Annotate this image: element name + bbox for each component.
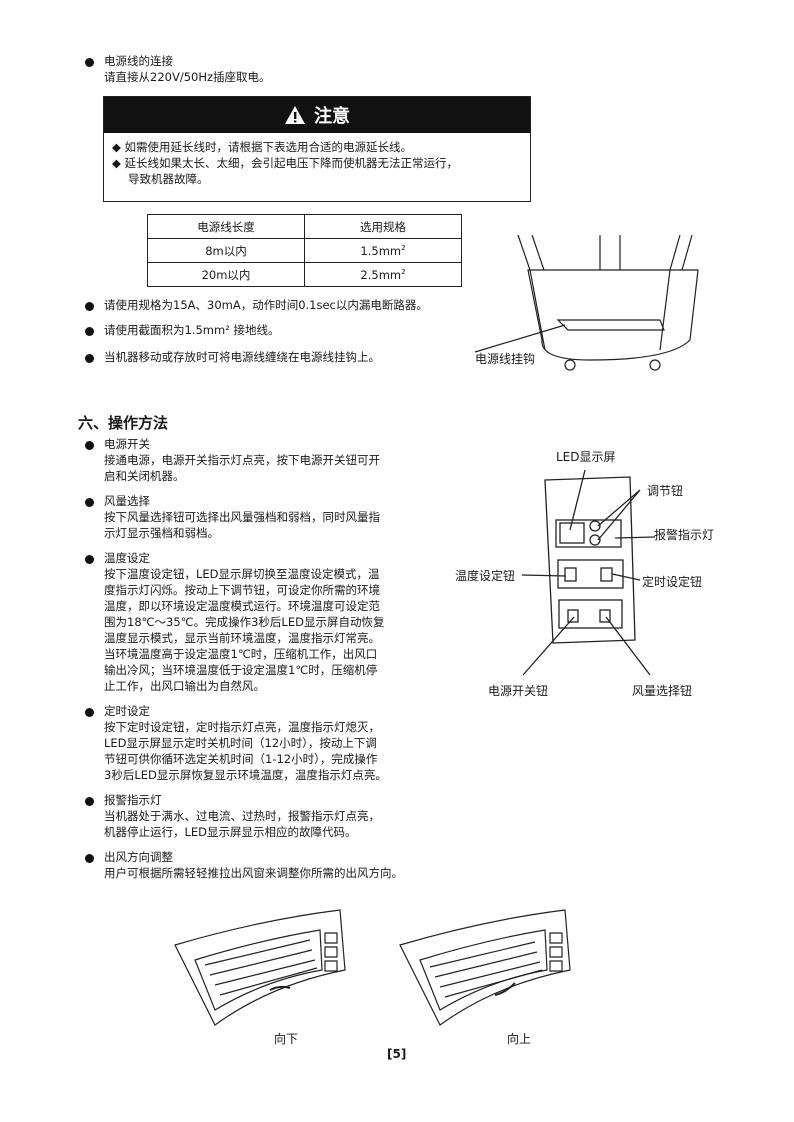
section-line: 3秒后LED显示屏恢复显示环境温度，温度指示灯点亮。 bbox=[104, 768, 387, 782]
bullet-text: 请使用规格为15A、30mA，动作时间0.1sec以内漏电断路器。 bbox=[104, 298, 428, 312]
bullet-icon bbox=[85, 302, 94, 311]
bullet-icon bbox=[85, 441, 94, 450]
table-cell: 20m以内 bbox=[147, 262, 305, 287]
section-line: 当机器处于满水、过电流、过热时，报警指示灯点亮， bbox=[104, 809, 380, 823]
section-line: LED显示屏显示定时关机时间（12小时），按动上下调 bbox=[104, 736, 377, 750]
warning-box: 注意 ◆ 如需使用延长线时，请根据下表选用合适的电源延长线。 ◆ 延长线如果太长… bbox=[103, 96, 531, 202]
section-line: 节钮可供你循环选定关机时间（1-12小时），完成操作 bbox=[104, 752, 378, 766]
section-line: 度指示灯闪烁。按动上下调节钮，可设定你所需的环境 bbox=[104, 583, 380, 597]
section-line: 按下定时设定钮，定时指示灯点亮，温度指示灯熄灭， bbox=[104, 720, 380, 734]
section-airflow: 出风方向调整 用户可根据所需轻轻推拉出风窗来调整你所需的出风方向。 bbox=[85, 849, 445, 881]
section-line: 示灯显示强档和弱档。 bbox=[104, 526, 219, 540]
section-line: 按下风量选择钮可选择出风量强档和弱档，同时风量指 bbox=[104, 510, 380, 524]
vent-down-illustration bbox=[174, 909, 346, 1026]
section-line: 温度显示模式，显示当前环境温度，温度指示灯常亮。 bbox=[104, 631, 380, 645]
power-button-label: 电源开关钮 bbox=[488, 684, 549, 698]
section-title: 六、操作方法 bbox=[78, 414, 169, 432]
section-heading: 风量选择 bbox=[104, 494, 150, 508]
section-line: 温度，即以环境设定温度模式运行。环境温度可设定范 bbox=[104, 599, 380, 613]
timer-button-label: 定时设定钮 bbox=[642, 575, 703, 589]
section-line: 按下温度设定钮，LED显示屏切换至温度设定模式，温 bbox=[104, 567, 380, 581]
led-display-label: LED显示屏 bbox=[556, 450, 616, 464]
section-fan: 风量选择 按下风量选择钮可选择出风量强档和弱档，同时风量指 示灯显示强档和弱档。 bbox=[85, 493, 445, 541]
warning-item-cont: 导致机器故障。 bbox=[128, 172, 209, 186]
vent-up-illustration bbox=[399, 909, 571, 1026]
section-line: 围为18℃～35℃。完成操作3秒后LED显示屏自动恢复 bbox=[104, 615, 385, 629]
power-connection-title: 电源线的连接 bbox=[104, 54, 173, 68]
section-temp: 温度设定 按下温度设定钮，LED显示屏切换至温度设定模式，温 度指示灯闪烁。按动… bbox=[85, 550, 445, 694]
table-cell: 8m以内 bbox=[147, 238, 305, 263]
bullet-text: 当机器移动或存放时可将电源线缠绕在电源线挂钩上。 bbox=[104, 350, 380, 364]
warning-item: ◆ 延长线如果太长、太细，会引起电压下降而使机器无法正常运行， bbox=[112, 156, 458, 170]
fan-button-label: 风量选择钮 bbox=[632, 684, 693, 698]
control-panel-illustration bbox=[521, 469, 656, 676]
alarm-light-label: 报警指示灯 bbox=[654, 528, 715, 542]
section-heading: 定时设定 bbox=[104, 704, 150, 718]
section-heading: 报警指示灯 bbox=[104, 793, 162, 807]
table-header: 选用规格 bbox=[304, 214, 462, 239]
section-line: 止工作，出风口输出为自然风。 bbox=[104, 679, 265, 693]
section-line: 输出冷风；当环境温度低于设定温度1℃时，压缩机停 bbox=[104, 663, 378, 677]
section-alarm: 报警指示灯 当机器处于满水、过电流、过热时，报警指示灯点亮， 机器停止运行，LE… bbox=[85, 792, 445, 840]
page-number: [5] bbox=[387, 1047, 407, 1061]
bullet-icon bbox=[85, 327, 94, 336]
bullet-icon bbox=[85, 58, 94, 67]
table-header-row: 电源线长度选用规格 bbox=[147, 214, 462, 239]
bullet-text: 请使用截面积为1.5mm² 接地线。 bbox=[104, 323, 280, 337]
bullet-icon bbox=[85, 354, 94, 363]
table-cell: 1.5mm2 bbox=[304, 238, 462, 263]
section-line: 接通电源，电源开关指示灯点亮，按下电源开关钮可开 bbox=[104, 453, 380, 467]
section-heading: 温度设定 bbox=[104, 551, 150, 565]
section-line: 用户可根据所需轻轻推拉出风窗来调整你所需的出风方向。 bbox=[104, 866, 403, 880]
bullet-icon bbox=[85, 708, 94, 717]
section-timer: 定时设定 按下定时设定钮，定时指示灯点亮，温度指示灯熄灭， LED显示屏显示定时… bbox=[85, 703, 445, 783]
power-connection-text: 请直接从220V/50Hz插座取电。 bbox=[104, 70, 271, 84]
cord-hook-illustration bbox=[474, 234, 699, 371]
vent-up-label: 向上 bbox=[507, 1032, 532, 1046]
section-heading: 出风方向调整 bbox=[104, 850, 173, 864]
warning-item: ◆ 如需使用延长线时，请根据下表选用合适的电源延长线。 bbox=[112, 140, 412, 154]
warning-header: 注意 bbox=[104, 97, 530, 133]
section-line: 机器停止运行，LED显示屏显示相应的故障代码。 bbox=[104, 825, 357, 839]
warning-triangle-icon bbox=[285, 106, 305, 124]
hook-label: 电源线挂钩 bbox=[475, 352, 536, 366]
bullet-icon bbox=[85, 797, 94, 806]
vent-down-label: 向下 bbox=[274, 1032, 299, 1046]
section-line: 启和关闭机器。 bbox=[104, 469, 185, 483]
temp-button-label: 温度设定钮 bbox=[455, 569, 516, 583]
table-cell: 2.5mm2 bbox=[304, 262, 462, 287]
section-line: 当环境温度高于设定温度1℃时，压缩机工作，出风口 bbox=[104, 647, 378, 661]
table-header: 电源线长度 bbox=[147, 214, 305, 239]
warning-title: 注意 bbox=[314, 106, 350, 127]
bullet-icon bbox=[85, 555, 94, 564]
operation-sections: 电源开关 接通电源，电源开关指示灯点亮，按下电源开关钮可开 启和关闭机器。 风量… bbox=[85, 436, 445, 881]
section-power: 电源开关 接通电源，电源开关指示灯点亮，按下电源开关钮可开 启和关闭机器。 bbox=[85, 436, 445, 484]
bullet-icon bbox=[85, 498, 94, 507]
adjust-button-label: 调节钮 bbox=[647, 484, 684, 498]
bullet-icon bbox=[85, 854, 94, 863]
section-heading: 电源开关 bbox=[104, 437, 150, 451]
